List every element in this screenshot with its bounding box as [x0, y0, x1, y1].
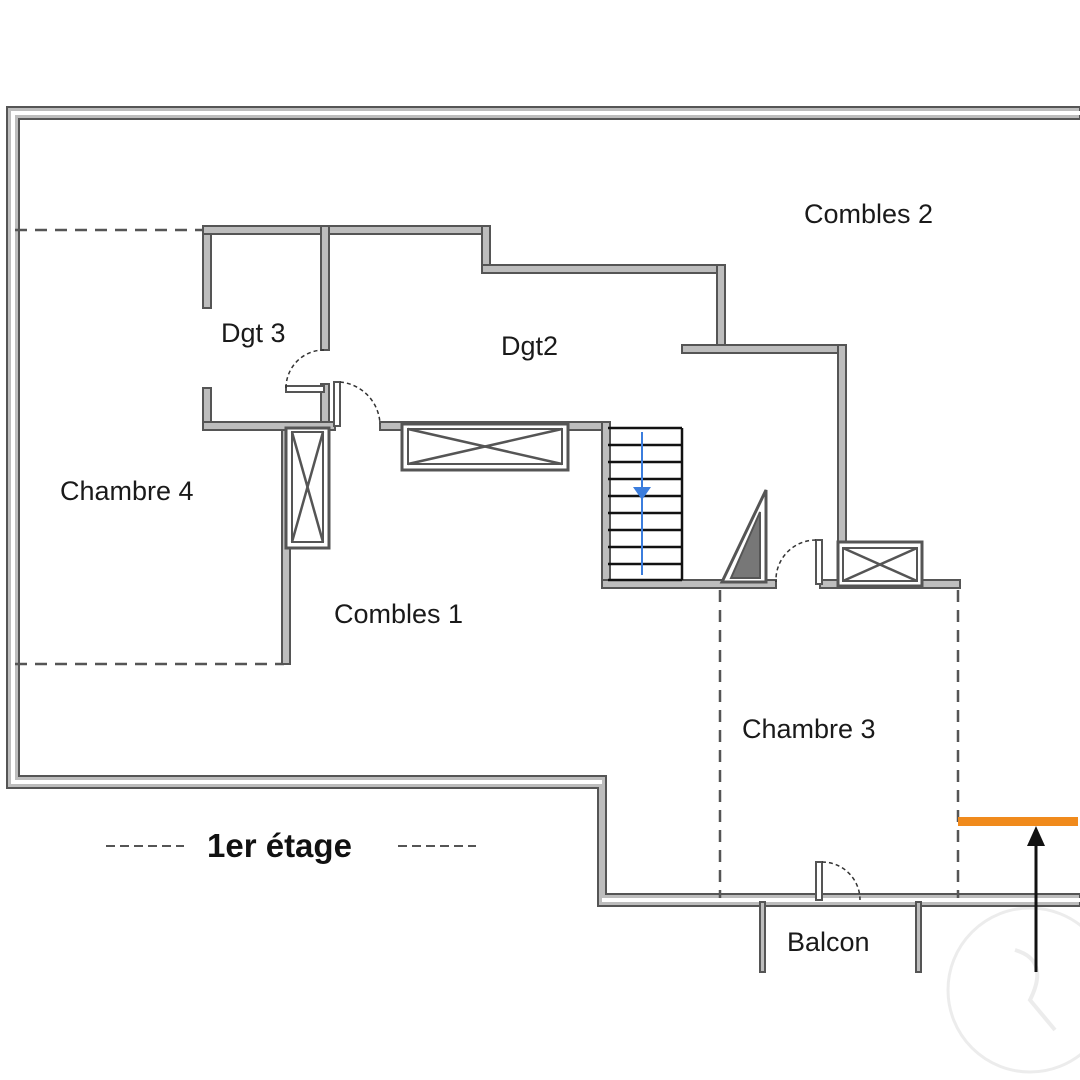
room-label-chambre-3: Chambre 3: [742, 714, 876, 744]
entry-marker: [958, 817, 1078, 972]
cupboard-left: [284, 426, 331, 550]
wall: [915, 901, 922, 973]
door-chambre3-top: [775, 539, 823, 585]
wall: [320, 225, 330, 351]
exterior-walls: [6, 106, 1080, 907]
wall: [759, 901, 766, 973]
floor-title: 1er étage: [207, 827, 352, 864]
wall: [202, 225, 212, 309]
duct-triangle: [719, 489, 768, 584]
wall: [601, 579, 777, 589]
room-label-dgt-3: Dgt 3: [221, 318, 286, 348]
door-dgt3: [285, 349, 325, 393]
door-balcon: [815, 861, 861, 901]
cupboard-right: [836, 540, 924, 588]
arrow-up-icon: [1027, 826, 1045, 972]
watermark-logo: [946, 906, 1080, 1074]
entry-bar: [958, 817, 1078, 826]
staircase: [608, 426, 684, 582]
dashed-lines: [15, 228, 960, 898]
room-label-combles-2: Combles 2: [804, 199, 933, 229]
wall: [716, 264, 726, 354]
wall: [681, 344, 847, 354]
arrow-down-icon: [633, 432, 651, 575]
room-label-dgt-2: Dgt2: [501, 331, 558, 361]
wall: [481, 264, 726, 274]
floor-title-group: 1er étage: [106, 827, 476, 864]
room-label-combles-1: Combles 1: [334, 599, 463, 629]
door-dgt2: [333, 381, 381, 427]
wall: [202, 225, 491, 235]
cupboard-top: [400, 422, 570, 472]
room-label-balcon: Balcon: [787, 927, 870, 957]
room-label-chambre-4: Chambre 4: [60, 476, 194, 506]
